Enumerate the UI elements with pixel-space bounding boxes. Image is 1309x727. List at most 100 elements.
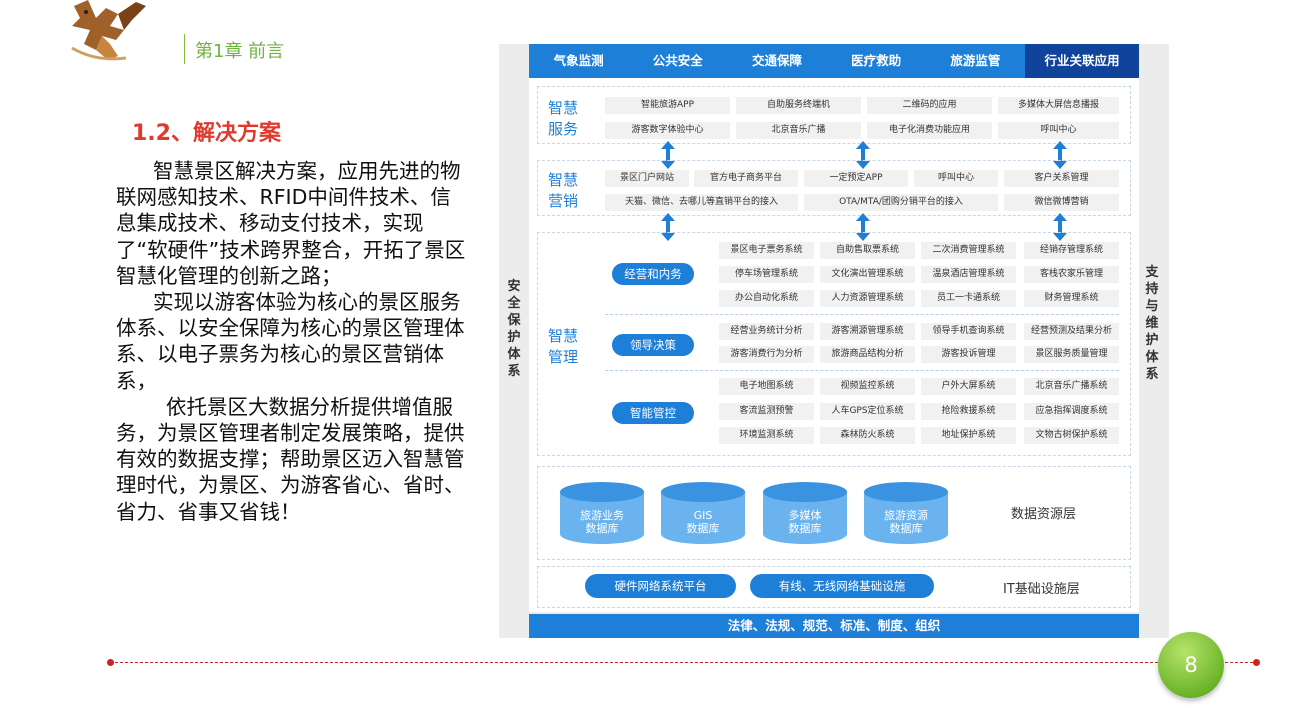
page-number: 8 [1158, 632, 1224, 698]
right-side-label: 支持与维护体系 [1145, 265, 1159, 382]
mgmt-box: 经营预测及结果分析 [1024, 323, 1119, 340]
database-icon [864, 482, 948, 544]
mgmt-box: 领导手机查询系统 [921, 323, 1016, 340]
marketing-label: 智慧营销 [548, 171, 579, 210]
double-arrow-icon [1053, 213, 1067, 241]
mgmt-box: 景区服务质量管理 [1024, 346, 1119, 363]
double-arrow-icon [856, 141, 870, 169]
mgmt-box: 停车场管理系统 [719, 266, 814, 283]
mgmt-box: 客流监测预警 [719, 403, 814, 420]
service-box: 多媒体大屏信息播报 [998, 97, 1119, 114]
top-tab: 旅游监管 [950, 53, 1001, 68]
mgmt-box: 应急指挥调度系统 [1024, 403, 1119, 420]
top-tab: 气象监测 [553, 53, 604, 68]
marketing-box: 一定预定APP [804, 170, 908, 187]
chapter-divider [184, 34, 185, 64]
service-box: 呼叫中心 [998, 122, 1119, 139]
mgmt-box: 环境监测系统 [719, 427, 814, 444]
mgmt-box: 经销存管理系统 [1024, 242, 1119, 259]
mgmt-box: 财务管理系统 [1024, 290, 1119, 307]
db-label: 旅游业务数据库 [580, 509, 624, 535]
management-zone [537, 232, 1131, 456]
double-arrow-icon [856, 213, 870, 241]
body-text: 智慧景区解决方案，应用先进的物联网感知技术、RFID中间件技术、信息集成技术、移… [116, 158, 468, 525]
mgmt-box: 二次消费管理系统 [921, 242, 1016, 259]
service-box: 智能旅游APP [605, 97, 730, 114]
service-box: 游客数字体验中心 [605, 122, 730, 139]
db-label: 旅游资源数据库 [884, 509, 928, 535]
paragraph-1: 智慧景区解决方案，应用先进的物联网感知技术、RFID中间件技术、信息集成技术、移… [116, 159, 466, 288]
mgmt-box: 抢险救援系统 [921, 403, 1016, 420]
top-tab: 医疗救助 [851, 53, 902, 68]
database-icon [763, 482, 847, 544]
service-box: 电子化消费功能应用 [867, 122, 992, 139]
eagle-logo [71, 0, 146, 61]
service-box: 北京音乐广播 [736, 122, 861, 139]
top-tab: 交通保障 [751, 53, 802, 68]
footer-dot [107, 659, 114, 666]
it-pill-hardware: 硬件网络系统平台 [585, 574, 736, 598]
marketing-box: 天猫、微信、去哪儿等直销平台的接入 [605, 194, 798, 211]
marketing-box: 景区门户网站 [605, 170, 689, 187]
service-label: 智慧服务 [548, 99, 579, 138]
mgmt-box: 经营业务统计分析 [719, 323, 814, 340]
mgmt-box: 电子地图系统 [719, 378, 814, 395]
group-divider [605, 370, 1119, 371]
top-tab-highlight: 行业关联应用 [1024, 44, 1139, 78]
db-label: 多媒体数据库 [788, 509, 822, 535]
database-icon [560, 482, 644, 544]
mgmt-box: 文物古树保护系统 [1024, 427, 1119, 444]
mgmt-box: 人力资源管理系统 [820, 290, 915, 307]
database-icon [661, 482, 745, 544]
mgmt-box: 自助售取票系统 [820, 242, 915, 259]
mgmt-box: 游客溯源管理系统 [820, 323, 915, 340]
top-category-bar: 气象监测 公共安全 交通保障 医疗救助 旅游监管 行业关联应用 [529, 44, 1139, 78]
marketing-box: 微信微博营销 [1004, 194, 1119, 211]
service-box: 自助服务终端机 [736, 97, 861, 114]
mgmt-box: 办公自动化系统 [719, 290, 814, 307]
footer-dot [1253, 659, 1260, 666]
double-arrow-icon [1053, 141, 1067, 169]
it-layer-label: IT基础设施层 [1003, 582, 1080, 597]
marketing-box: 客户关系管理 [1004, 170, 1119, 187]
paragraph-3: 依托景区大数据分析提供增值服务，为景区管理者制定发展策略，提供有效的数据支撑；帮… [116, 394, 465, 524]
mgmt-box: 客栈农家乐管理 [1024, 266, 1119, 283]
group-pill-operations: 经营和内务 [612, 263, 694, 285]
mgmt-box: 景区电子票务系统 [719, 242, 814, 259]
service-zone [537, 86, 1131, 144]
mgmt-box: 户外大屏系统 [921, 378, 1016, 395]
mgmt-box: 温泉酒店管理系统 [921, 266, 1016, 283]
double-arrow-icon [661, 141, 675, 169]
bottom-bar: 法律、法规、规范、标准、制度、组织 [529, 614, 1139, 638]
mgmt-box: 北京音乐广播系统 [1024, 378, 1119, 395]
mgmt-box: 员工一卡通系统 [921, 290, 1016, 307]
top-tab: 公共安全 [652, 53, 703, 68]
footer-dashed-line [110, 662, 1258, 663]
mgmt-box: 地址保护系统 [921, 427, 1016, 444]
group-divider [605, 314, 1119, 315]
marketing-box: 呼叫中心 [914, 170, 998, 187]
mgmt-box: 森林防火系统 [820, 427, 915, 444]
service-box: 二维码的应用 [867, 97, 992, 114]
data-layer-zone [537, 466, 1131, 560]
mgmt-box: 视频监控系统 [820, 378, 915, 395]
mgmt-box: 文化演出管理系统 [820, 266, 915, 283]
double-arrow-icon [661, 213, 675, 241]
it-pill-network: 有线、无线网络基础设施 [750, 574, 934, 598]
mgmt-box: 旅游商品结构分析 [820, 346, 915, 363]
it-layer-zone [537, 566, 1131, 608]
group-pill-control: 智能管控 [612, 402, 694, 424]
section-title: 1.2、解决方案 [132, 121, 281, 146]
left-side-label: 安全保护体系 [507, 279, 521, 379]
data-layer-label: 数据资源层 [1011, 507, 1077, 522]
marketing-box: 官方电子商务平台 [694, 170, 798, 187]
chapter-title: 第1章 前言 [195, 41, 285, 62]
mgmt-box: 人车GPS定位系统 [820, 403, 915, 420]
mgmt-box: 游客消费行为分析 [719, 346, 814, 363]
group-pill-decision: 领导决策 [612, 334, 694, 356]
paragraph-2: 实现以游客体验为核心的景区服务体系、以安全保障为核心的景区管理体系、以电子票务为… [116, 290, 465, 393]
mgmt-box: 游客投诉管理 [921, 346, 1016, 363]
marketing-box: OTA/MTA/团购分销平台的接入 [804, 194, 998, 211]
marketing-zone [537, 160, 1131, 216]
